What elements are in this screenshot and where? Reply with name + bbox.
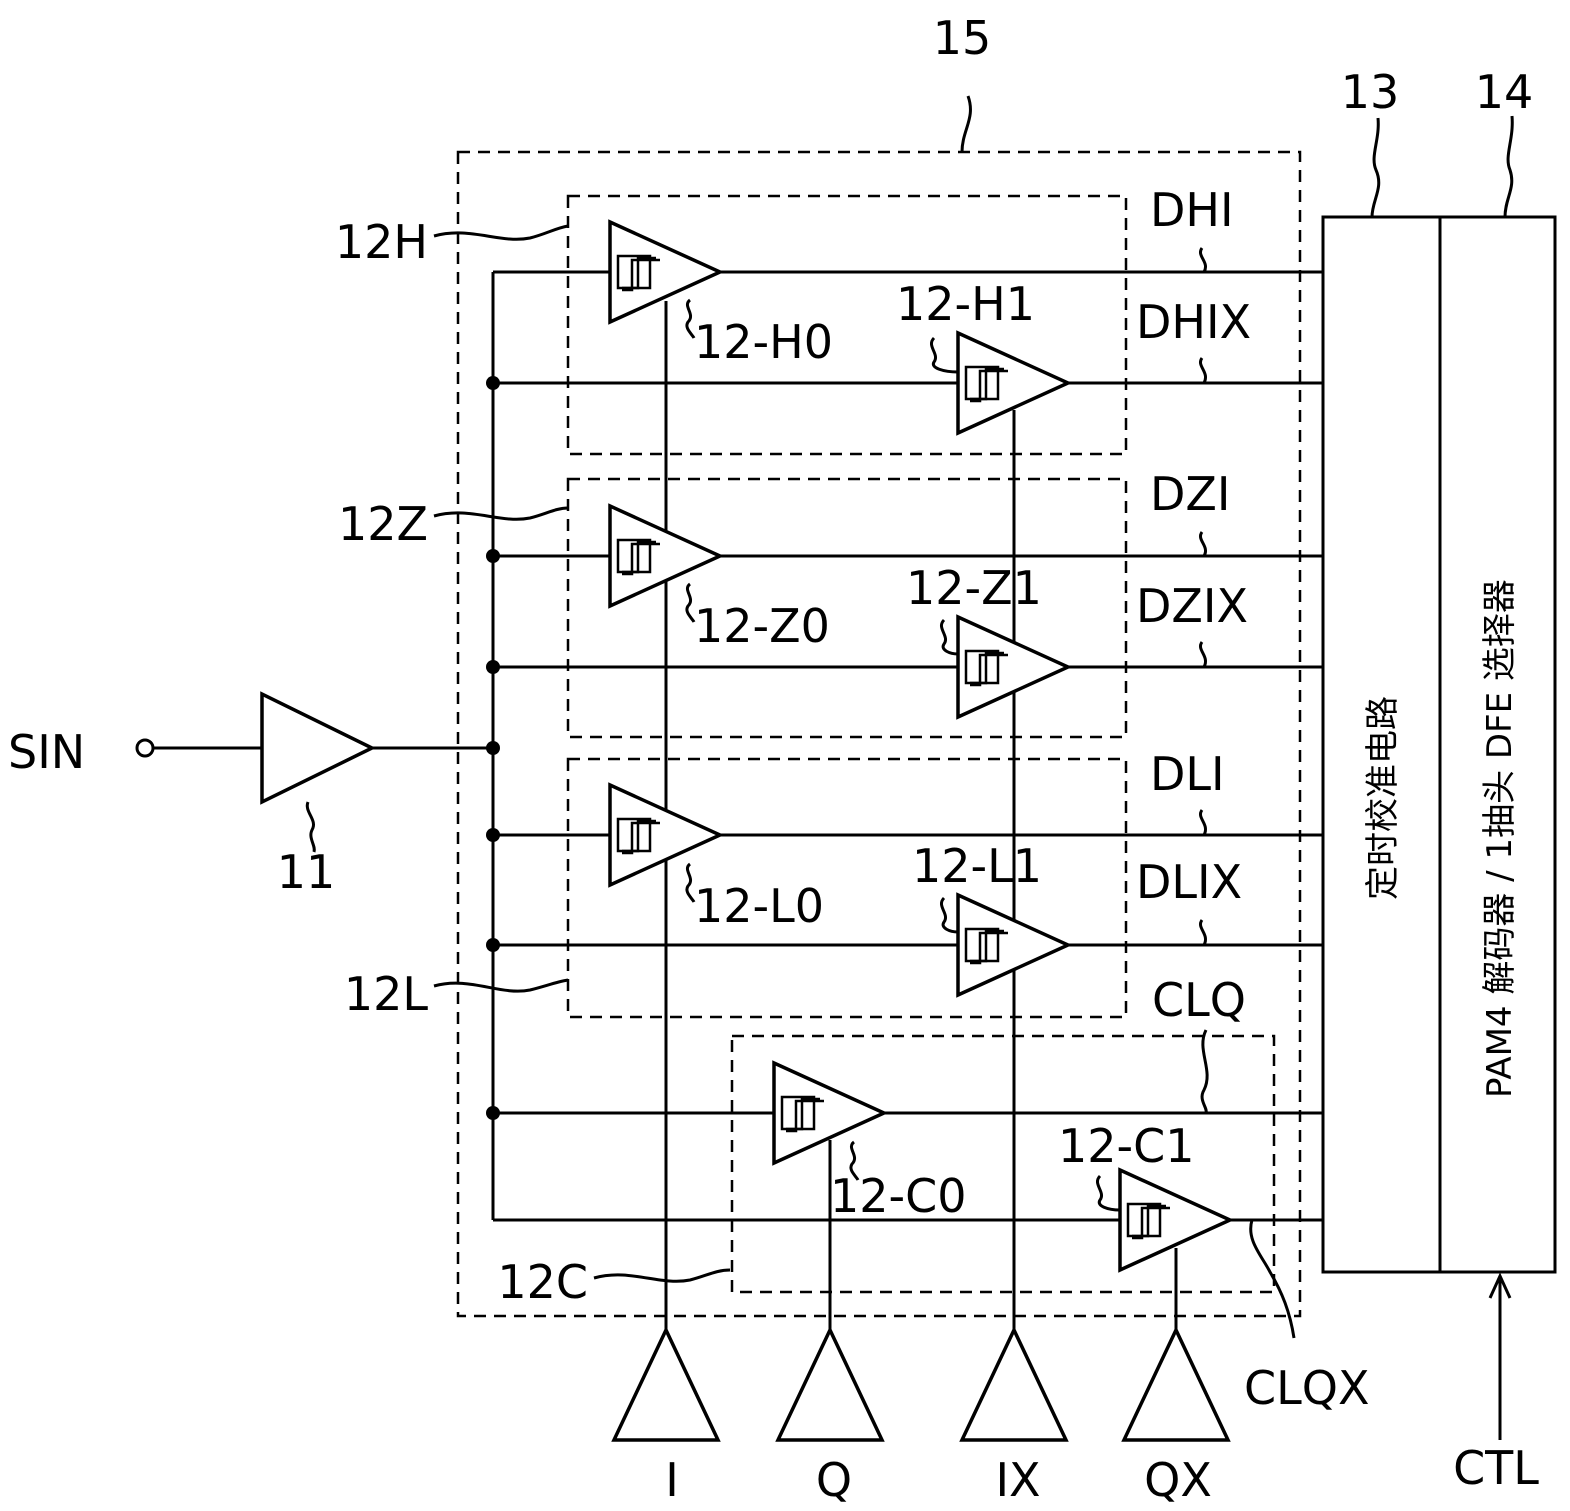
label-DHI: DHI [1150, 183, 1234, 237]
label-12-H0: 12-H0 [694, 315, 833, 369]
label-12Z: 12Z [338, 497, 428, 551]
clock-buffer-i [614, 1330, 718, 1440]
label-DZI: DZI [1150, 467, 1231, 521]
label-15: 15 [933, 11, 992, 65]
label-I: I [665, 1453, 679, 1507]
label-Q: Q [816, 1453, 852, 1507]
label-DLI: DLI [1150, 747, 1225, 801]
label-12C: 12C [497, 1255, 588, 1309]
group-12L-box [568, 759, 1126, 1017]
amp-11 [262, 694, 372, 802]
label-12-L1: 12-L1 [912, 839, 1042, 893]
label-DZIX: DZIX [1136, 579, 1248, 633]
block-13-text: 定时校准电路 [1363, 696, 1403, 900]
label-12H: 12H [335, 215, 428, 269]
clock-buffer-qx [1124, 1330, 1228, 1440]
group-12Z-box [568, 479, 1126, 737]
clock-buffer-q [778, 1330, 882, 1440]
label-12-L0: 12-L0 [694, 879, 824, 933]
label-12-Z1: 12-Z1 [906, 561, 1042, 615]
block-14-text: PAM4 解码器 / 1抽头 DFE 选择器 [1480, 579, 1520, 1098]
label-sin: SIN [8, 725, 85, 779]
label-12L: 12L [344, 967, 429, 1021]
label-12-C0: 12-C0 [830, 1169, 967, 1223]
sin-terminal [137, 740, 153, 756]
label-QX: QX [1144, 1453, 1212, 1507]
label-IX: IX [995, 1453, 1040, 1507]
label-14: 14 [1475, 65, 1534, 119]
group-12H-box [568, 196, 1126, 454]
label-12-C1: 12-C1 [1058, 1119, 1195, 1173]
label-DHIX: DHIX [1136, 295, 1251, 349]
label-12-Z0: 12-Z0 [694, 599, 830, 653]
label-13: 13 [1341, 65, 1400, 119]
label-12-H1: 12-H1 [896, 277, 1035, 331]
clock-buffer-ix [962, 1330, 1066, 1440]
label-CTL: CTL [1453, 1441, 1539, 1495]
junction-dot [486, 741, 500, 755]
label-CLQ: CLQ [1152, 973, 1246, 1027]
label-CLQX: CLQX [1244, 1361, 1369, 1415]
label-11: 11 [277, 845, 336, 899]
label-DLIX: DLIX [1136, 855, 1242, 909]
